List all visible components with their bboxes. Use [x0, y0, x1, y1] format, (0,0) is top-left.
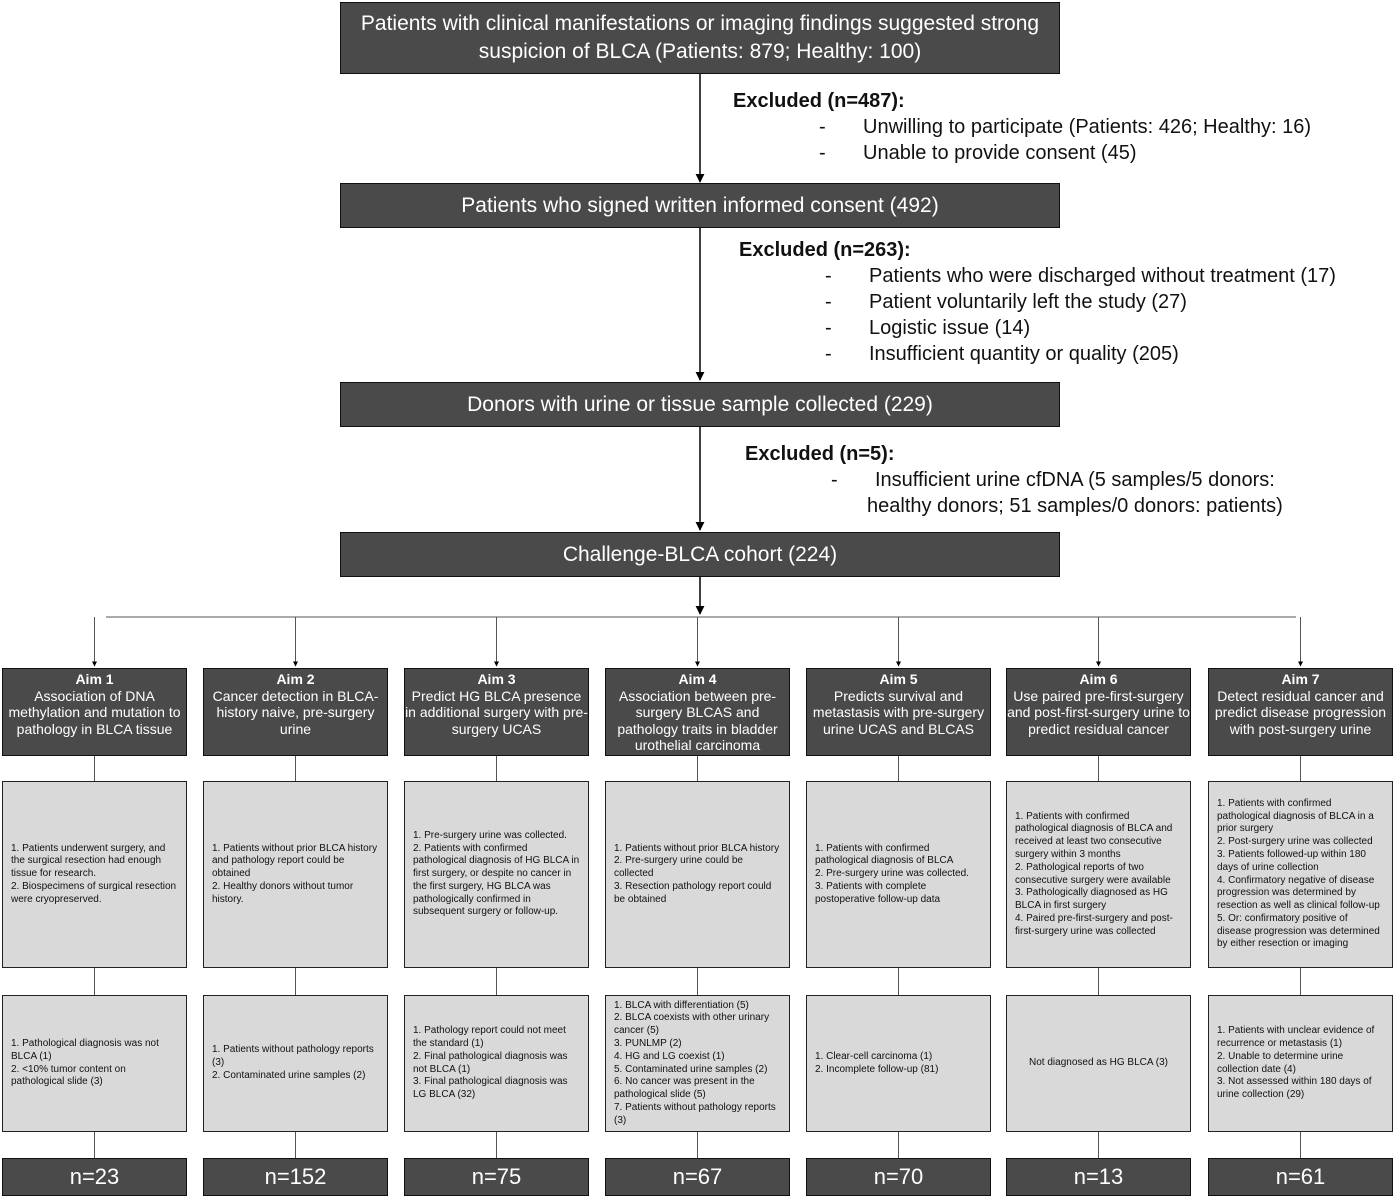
- aim-label: Aim 5: [879, 671, 918, 687]
- final-count-box: n=23: [2, 1158, 187, 1196]
- aim-description: Association of DNA methylation and mutat…: [8, 687, 181, 737]
- inclusion-criteria-box: 1. Patients underwent surgery, and the s…: [2, 781, 187, 968]
- exclusion-block-3: Excluded (n=5): Insufficient urine cfDNA…: [745, 441, 1283, 519]
- aim-description: Predict HG BLCA presence in additional s…: [405, 687, 588, 737]
- cohort-text: Challenge-BLCA cohort (224): [562, 542, 838, 566]
- final-count-box: n=67: [605, 1158, 790, 1196]
- final-count-box: n=70: [806, 1158, 991, 1196]
- aim-label: Aim 3: [477, 671, 516, 687]
- exclusion-criteria-text: 1. Patients with unclear evidence of rec…: [1217, 1025, 1375, 1101]
- exclusion-criteria-text: 1. Pathology report could not meet the s…: [413, 1025, 568, 1101]
- exclusion-title: Excluded (n=263):: [739, 239, 911, 261]
- aim-label: Aim 1: [75, 671, 114, 687]
- inclusion-criteria-box: 1. Patients without prior BLCA history a…: [203, 781, 388, 968]
- final-count-box: n=152: [203, 1158, 388, 1196]
- final-count: n=61: [1275, 1164, 1326, 1189]
- aim-description: Association between pre-surgery BLCAS an…: [617, 687, 778, 754]
- aim-label: Aim 4: [678, 671, 717, 687]
- exclusion-item: Logistic issue (14): [825, 315, 1336, 341]
- final-count: n=67: [672, 1164, 723, 1189]
- consent-text: Patients who signed written informed con…: [461, 193, 939, 217]
- aim-description: Predicts survival and metastasis with pr…: [812, 687, 985, 737]
- inclusion-criteria-text: 1. Patients with confirmed pathological …: [1217, 797, 1380, 950]
- inclusion-criteria-box: 1. Patients without prior BLCA history 2…: [605, 781, 790, 968]
- final-count: n=75: [471, 1164, 522, 1189]
- exclusion-block-1: Excluded (n=487): Unwilling to participa…: [733, 88, 1311, 166]
- exclusion-criteria-box: 1. Patients with unclear evidence of rec…: [1208, 995, 1393, 1132]
- inclusion-criteria-text: 1. Patients underwent surgery, and the s…: [11, 842, 177, 905]
- aim-label: Aim 6: [1079, 671, 1118, 687]
- exclusion-criteria-text: 1. BLCA with differentiation (5) 2. BLCA…: [614, 999, 776, 1126]
- cohort-box: Challenge-BLCA cohort (224): [340, 532, 1060, 577]
- final-count-box: n=13: [1006, 1158, 1191, 1196]
- aim-label: Aim 7: [1281, 671, 1320, 687]
- inclusion-criteria-box: 1. Patients with confirmed pathological …: [1006, 781, 1191, 968]
- inclusion-criteria-box: 1. Patients with confirmed pathological …: [806, 781, 991, 968]
- exclusion-item: Insufficient urine cfDNA (5 samples/5 do…: [831, 467, 1283, 493]
- exclusion-item-continuation: healthy donors; 51 samples/0 donors: pat…: [867, 495, 1283, 517]
- exclusion-item: Unable to provide consent (45): [819, 140, 1311, 166]
- final-count-box: n=61: [1208, 1158, 1393, 1196]
- aim-label: Aim 2: [276, 671, 315, 687]
- inclusion-criteria-text: 1. Patients with confirmed pathological …: [815, 842, 969, 905]
- inclusion-criteria-text: 1. Patients without prior BLCA history 2…: [614, 842, 780, 905]
- inclusion-criteria-text: 1. Patients with confirmed pathological …: [1015, 810, 1173, 937]
- sample-collected-text: Donors with urine or tissue sample colle…: [467, 392, 933, 416]
- exclusion-item: Unwilling to participate (Patients: 426;…: [819, 114, 1311, 140]
- exclusion-criteria-box: 1. Pathological diagnosis was not BLCA (…: [2, 995, 187, 1132]
- inclusion-criteria-text: 1. Pre-surgery urine was collected. 2. P…: [413, 829, 580, 918]
- aim-description: Use paired pre-first-surgery and post-fi…: [1007, 687, 1190, 737]
- consent-box: Patients who signed written informed con…: [340, 183, 1060, 228]
- aim-description: Cancer detection in BLCA-history naive, …: [212, 687, 379, 737]
- exclusion-criteria-text: 1. Patients without pathology reports (3…: [212, 1044, 374, 1081]
- exclusion-criteria-box: Not diagnosed as HG BLCA (3): [1006, 995, 1191, 1132]
- exclusion-criteria-text: 1. Clear-cell carcinoma (1) 2. Incomplet…: [815, 1050, 939, 1075]
- exclusion-item: Patient voluntarily left the study (27): [825, 289, 1336, 315]
- exclusion-item: Insufficient quantity or quality (205): [825, 341, 1336, 367]
- exclusion-criteria-text: 1. Pathological diagnosis was not BLCA (…: [11, 1037, 159, 1088]
- sample-collected-box: Donors with urine or tissue sample colle…: [340, 382, 1060, 427]
- exclusion-title: Excluded (n=487):: [733, 90, 905, 112]
- exclusion-criteria-text: Not diagnosed as HG BLCA (3): [1029, 1057, 1168, 1069]
- exclusion-block-2: Excluded (n=263): Patients who were disc…: [739, 237, 1336, 367]
- final-count: n=23: [69, 1164, 120, 1189]
- exclusion-criteria-box: 1. Patients without pathology reports (3…: [203, 995, 388, 1132]
- inclusion-criteria-text: 1. Patients without prior BLCA history a…: [212, 842, 378, 905]
- aim-description: Detect residual cancer and predict disea…: [1214, 687, 1387, 737]
- exclusion-item: Patients who were discharged without tre…: [825, 263, 1336, 289]
- inclusion-criteria-box: 1. Pre-surgery urine was collected. 2. P…: [404, 781, 589, 968]
- exclusion-criteria-box: 1. Clear-cell carcinoma (1) 2. Incomplet…: [806, 995, 991, 1132]
- exclusion-criteria-box: 1. Pathology report could not meet the s…: [404, 995, 589, 1132]
- initial-population-box: Patients with clinical manifestations or…: [340, 2, 1060, 74]
- exclusion-criteria-box: 1. BLCA with differentiation (5) 2. BLCA…: [605, 995, 790, 1132]
- final-count: n=13: [1073, 1164, 1124, 1189]
- final-count: n=152: [264, 1164, 327, 1189]
- exclusion-title: Excluded (n=5):: [745, 443, 895, 465]
- initial-population-text: Patients with clinical manifestations or…: [360, 12, 1040, 63]
- final-count: n=70: [873, 1164, 924, 1189]
- inclusion-criteria-box: 1. Patients with confirmed pathological …: [1208, 781, 1393, 968]
- final-count-box: n=75: [404, 1158, 589, 1196]
